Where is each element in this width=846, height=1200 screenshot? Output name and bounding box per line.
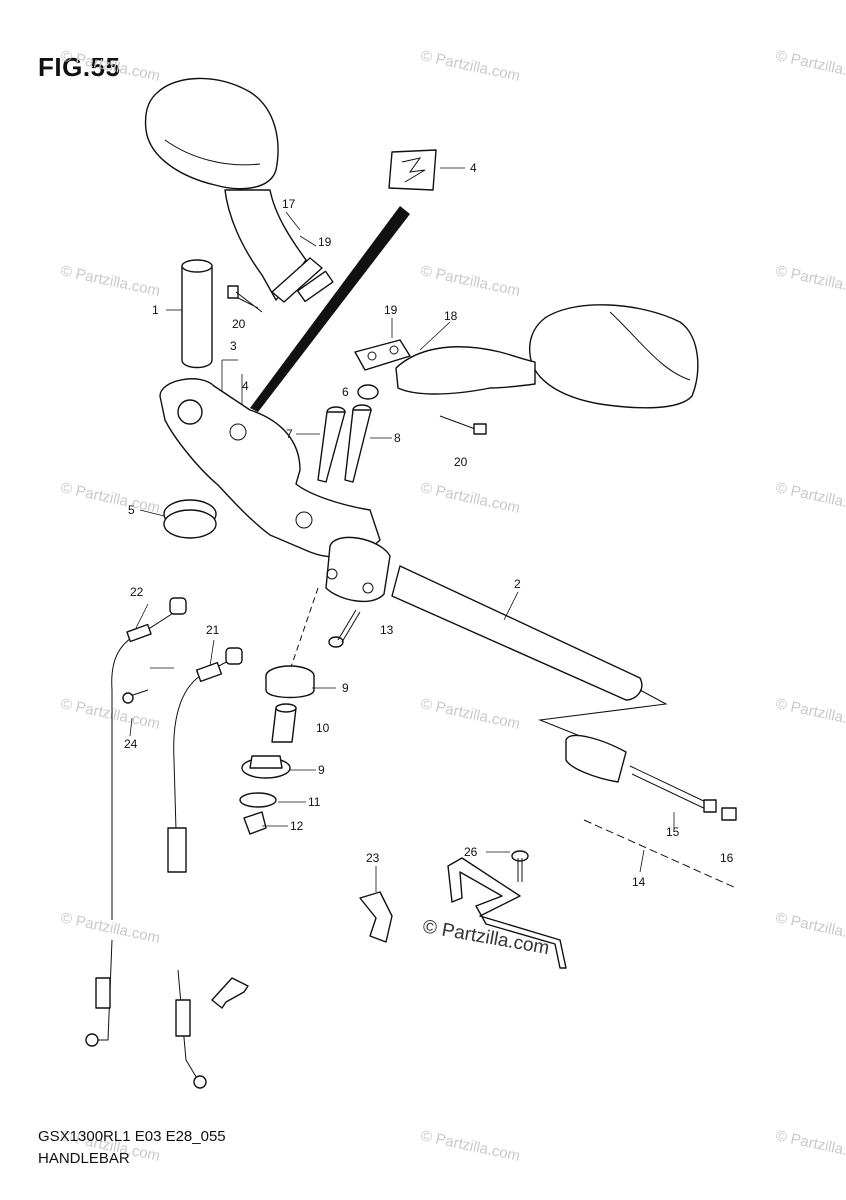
watermark: © Partzilla.com bbox=[774, 909, 846, 947]
mirror-bolt-right bbox=[439, 415, 487, 435]
callout-7: 7 bbox=[286, 427, 293, 441]
pointer-wedge bbox=[250, 206, 410, 412]
callout-12: 12 bbox=[290, 819, 304, 833]
callout-11: 11 bbox=[308, 795, 321, 809]
handlebar-balancer bbox=[565, 734, 737, 821]
watermark: © Partzilla.com bbox=[774, 262, 846, 300]
break-line bbox=[538, 689, 668, 737]
callout-20: 20 bbox=[232, 317, 246, 331]
alignment-line bbox=[289, 587, 319, 671]
callout-22: 22 bbox=[130, 585, 144, 599]
callout-4: 4 bbox=[242, 379, 249, 393]
watermark: © Partzilla.com bbox=[59, 47, 161, 85]
bracket bbox=[447, 850, 567, 969]
callout-5: 5 bbox=[128, 503, 135, 517]
watermark: © Partzilla.com bbox=[419, 262, 521, 300]
section-name: HANDLEBAR bbox=[38, 1150, 130, 1167]
callout-26: 26 bbox=[464, 845, 478, 859]
throttle-grip bbox=[181, 259, 213, 369]
callout-15: 15 bbox=[666, 825, 680, 839]
dashed-axis bbox=[583, 819, 737, 889]
callout-14: 14 bbox=[632, 875, 646, 889]
callout-labels: 1 2 3 4 4 5 6 7 8 9 9 10 11 12 13 14 15 … bbox=[124, 161, 734, 889]
bushing bbox=[163, 499, 217, 539]
bolt-8 bbox=[344, 404, 372, 483]
watermark: © Partzilla.com bbox=[419, 47, 521, 85]
left-mirror bbox=[144, 77, 334, 303]
watermark: © Partzilla.com bbox=[774, 47, 846, 85]
callout-23: 23 bbox=[366, 851, 380, 865]
suzuki-decal bbox=[388, 149, 437, 191]
callout-4: 4 bbox=[470, 161, 477, 175]
callout-21: 21 bbox=[206, 623, 220, 637]
callout-16: 16 bbox=[720, 851, 734, 865]
watermark: © Partzilla.com bbox=[59, 909, 161, 947]
callout-8: 8 bbox=[394, 431, 401, 445]
callout-24: 24 bbox=[124, 737, 138, 751]
throttle-cable bbox=[85, 597, 187, 1047]
right-mirror bbox=[354, 304, 699, 409]
handlebar-pipe bbox=[391, 565, 643, 701]
cable-clamp bbox=[359, 891, 393, 943]
damper-stack bbox=[239, 665, 315, 835]
cable-screw bbox=[122, 689, 149, 704]
cap bbox=[357, 384, 379, 400]
callout-19: 19 bbox=[384, 303, 398, 317]
callout-10: 10 bbox=[316, 721, 330, 735]
watermark: © Partzilla.com bbox=[774, 695, 846, 733]
callout-9: 9 bbox=[342, 681, 349, 695]
bolt-7 bbox=[317, 406, 346, 483]
leader-lines bbox=[129, 167, 675, 892]
callout-1: 1 bbox=[152, 303, 159, 317]
handlebar-holder bbox=[159, 378, 381, 558]
return-cable bbox=[167, 647, 243, 1089]
callout-19: 19 bbox=[318, 235, 332, 249]
fwd-arrow-icon: FWD bbox=[211, 977, 249, 1009]
watermark: © Partzilla.com bbox=[774, 479, 846, 517]
callout-13: 13 bbox=[380, 623, 394, 637]
watermark: © Partzilla.com bbox=[419, 479, 521, 517]
watermark: © Partzilla.com bbox=[59, 695, 161, 733]
callout-3: 3 bbox=[230, 339, 237, 353]
callout-20: 20 bbox=[454, 455, 468, 469]
handlebar-clamp bbox=[325, 536, 391, 603]
callout-6: 6 bbox=[342, 385, 349, 399]
watermark: © Partzilla.com bbox=[59, 262, 161, 300]
callout-9: 9 bbox=[318, 763, 325, 777]
fig-title: FIG.55 bbox=[38, 52, 121, 82]
callout-18: 18 bbox=[444, 309, 458, 323]
watermark: © Partzilla.com bbox=[419, 1127, 521, 1165]
mirror-bolt-left bbox=[227, 285, 263, 313]
callout-17: 17 bbox=[282, 197, 296, 211]
bolt-13 bbox=[328, 609, 361, 648]
watermark: © Partzilla.com bbox=[774, 1127, 846, 1165]
model-code: GSX1300RL1 E03 E28_055 bbox=[38, 1128, 226, 1145]
callout-2: 2 bbox=[514, 577, 521, 591]
watermark: © Partzilla.com bbox=[419, 695, 521, 733]
